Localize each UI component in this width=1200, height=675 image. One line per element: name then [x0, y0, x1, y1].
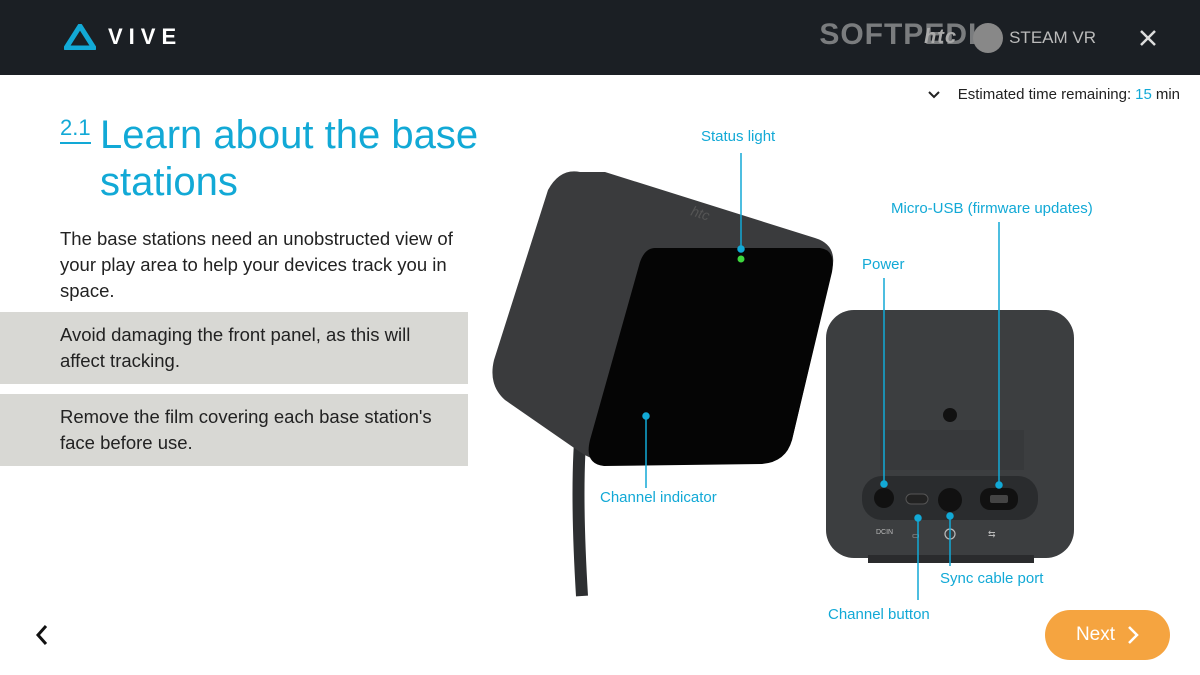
steamvr-logo: STEAM VR [973, 22, 1096, 53]
channel-button [905, 493, 929, 505]
time-remaining-value: 15 [1135, 86, 1152, 103]
svg-text:⇆: ⇆ [988, 529, 996, 539]
base-station-front: htc [492, 171, 834, 466]
time-remaining-unit: min [1155, 86, 1180, 103]
back-button[interactable] [30, 620, 54, 650]
next-button[interactable]: Next [1045, 610, 1170, 660]
note-box: Avoid damaging the front panel, as this … [0, 312, 468, 384]
label-channel-indicator: Channel indicator [600, 489, 717, 506]
time-remaining[interactable]: Estimated time remaining: 15 min [928, 86, 1180, 103]
step-number: 2.1 [60, 116, 91, 144]
vive-logo: VIVE [64, 24, 182, 50]
svg-text:DCIN: DCIN [876, 529, 893, 536]
watermark: SOFTPEDIA [819, 18, 1000, 51]
svg-text:htc: htc [689, 203, 712, 224]
status-light [737, 255, 745, 263]
close-button[interactable] [1136, 26, 1160, 50]
close-icon [1140, 29, 1156, 46]
top-bar: VIVE SOFTPEDIA htc STEAM VR [0, 0, 1200, 75]
chevron-left-icon [35, 625, 48, 645]
time-remaining-label: Estimated time remaining: [957, 86, 1132, 103]
next-button-label: Next [1075, 624, 1116, 645]
top-right-controls: htc STEAM VR [924, 0, 1200, 75]
page-title: Learn about the base stations [100, 113, 479, 204]
steamvr-label: STEAM VR [1009, 27, 1096, 47]
svg-text:▭: ▭ [912, 531, 920, 540]
label-status-light: Status light [701, 128, 776, 145]
htc-logo: htc [924, 26, 958, 48]
steam-icon [973, 22, 1004, 53]
power-port [874, 488, 894, 508]
chevron-down-icon[interactable] [928, 90, 940, 99]
chevron-right-icon [1128, 626, 1139, 644]
label-micro-usb: Micro-USB (firmware updates) [891, 200, 1093, 217]
vive-logo-icon [64, 24, 96, 50]
note-box: Remove the film covering each base stati… [0, 394, 468, 466]
label-channel-button: Channel button [828, 606, 930, 623]
label-power: Power [862, 256, 905, 273]
base-station-diagram: htc DCIN ▭ ⇆ [492, 153, 1074, 600]
intro-text: The base stations need an unobstructed v… [60, 228, 453, 301]
base-station-back: DCIN ▭ ⇆ [826, 310, 1074, 563]
brand-name: VIVE [108, 24, 183, 49]
sync-port [938, 488, 962, 512]
label-sync-cable-port: Sync cable port [940, 570, 1044, 587]
